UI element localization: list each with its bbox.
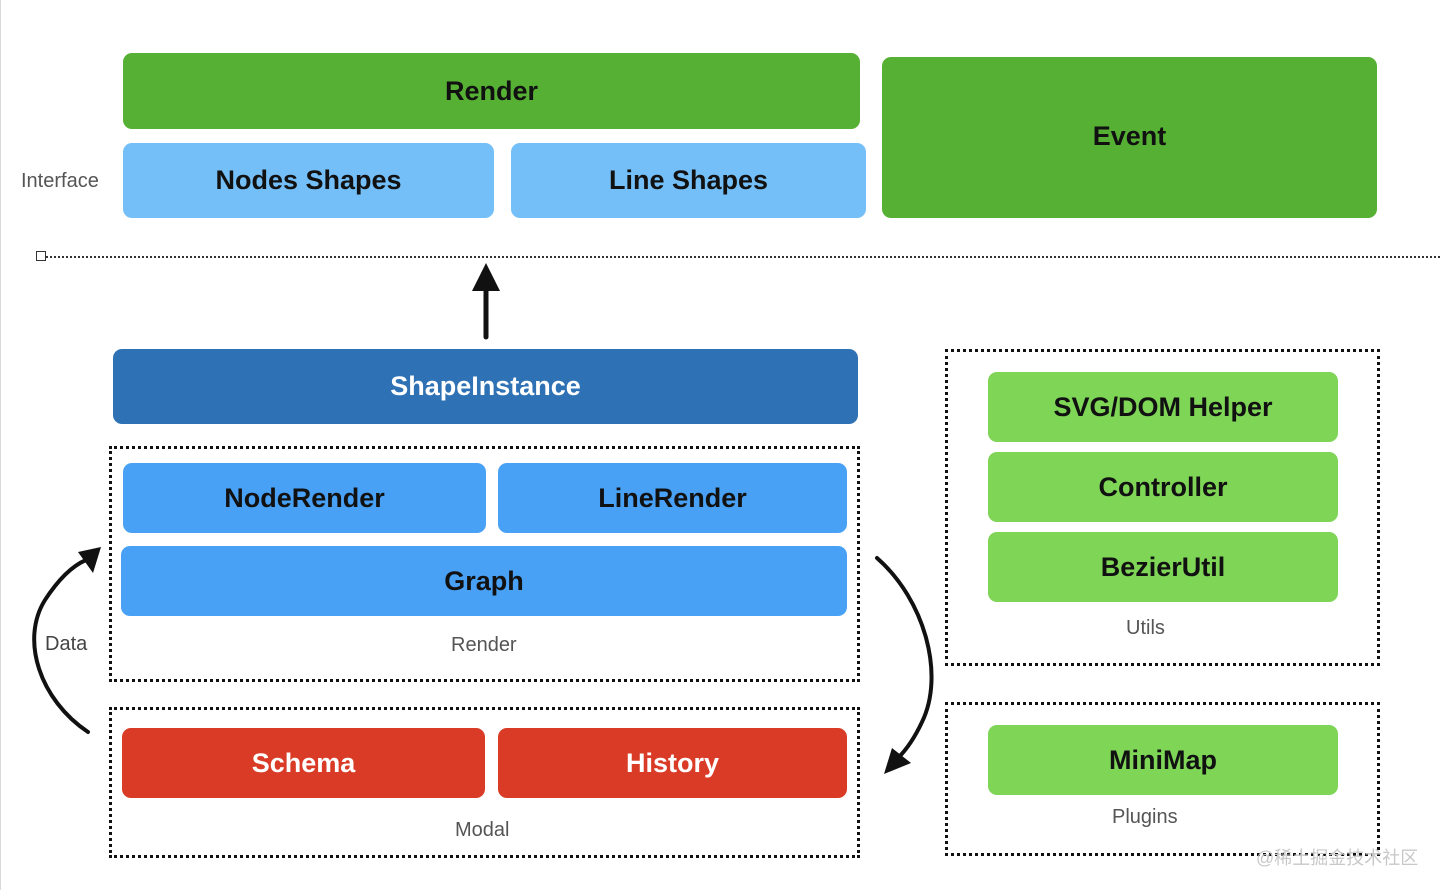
event-text: Event	[1092, 120, 1167, 151]
history-box: History	[498, 728, 847, 798]
bezier-util-text: BezierUtil	[1100, 551, 1226, 582]
utils-group	[945, 349, 1380, 666]
line-shapes-text: Line Shapes	[608, 165, 769, 195]
minimap-text: MiniMap	[1109, 744, 1217, 775]
graph-text: Graph	[444, 565, 524, 596]
plugins-group	[945, 702, 1380, 856]
schema-text: Schema	[251, 747, 356, 778]
layer-divider	[42, 256, 1440, 258]
schema-box: Schema	[122, 728, 485, 798]
minimap-box: MiniMap	[988, 725, 1338, 795]
divider-handle	[36, 251, 46, 261]
left-edge-line	[0, 0, 1, 890]
history-text: History	[625, 747, 720, 778]
render-group-label: Render	[451, 634, 517, 656]
nodes-shapes-box: Nodes Shapes	[123, 143, 494, 218]
render-interface-text: Render	[444, 75, 539, 106]
controller-text: Controller	[1098, 471, 1228, 502]
event-box: Event	[882, 57, 1377, 218]
data-label: Data	[45, 633, 88, 655]
svg-dom-helper-box: SVG/DOM Helper	[988, 372, 1338, 442]
render-interface-box: Render	[123, 53, 860, 129]
utils-group-label: Utils	[1126, 617, 1165, 639]
shape-instance-text: ShapeInstance	[390, 371, 581, 401]
line-render-text: LineRender	[598, 482, 747, 513]
render-to-modal-curved-arrow	[875, 556, 934, 774]
watermark: @稀土掘金技术社区	[1256, 848, 1419, 868]
line-render-box: LineRender	[498, 463, 847, 533]
render-group	[109, 446, 860, 682]
svg-dom-helper-text: SVG/DOM Helper	[1053, 391, 1273, 422]
bezier-util-box: BezierUtil	[988, 532, 1338, 602]
plugins-group-label: Plugins	[1112, 806, 1178, 828]
data-curved-arrow	[32, 547, 101, 734]
graph-box: Graph	[121, 546, 847, 616]
node-render-text: NodeRender	[224, 482, 385, 513]
shape-instance-box: ShapeInstance	[113, 349, 858, 424]
up-arrow	[472, 263, 500, 340]
modal-group-label: Modal	[455, 819, 510, 841]
node-render-box: NodeRender	[123, 463, 486, 533]
line-shapes-box: Line Shapes	[511, 143, 866, 218]
modal-group	[109, 707, 860, 858]
controller-box: Controller	[988, 452, 1338, 522]
interface-label: Interface	[21, 170, 99, 192]
nodes-shapes-text: Nodes Shapes	[215, 165, 402, 195]
